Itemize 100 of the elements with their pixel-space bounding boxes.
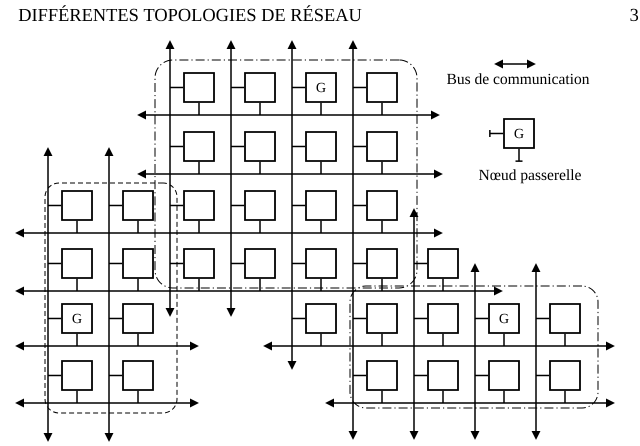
node-box [183, 131, 215, 162]
connector [109, 204, 122, 206]
connector [381, 334, 383, 346]
node-box [549, 303, 581, 334]
connector [109, 374, 122, 376]
legend-label: Nœud passerelle [479, 169, 581, 184]
connector [259, 162, 261, 174]
node-box [427, 248, 459, 279]
group-outline [350, 285, 598, 408]
connector [442, 278, 444, 291]
connector [76, 390, 78, 403]
connector [76, 220, 78, 233]
connector [170, 262, 184, 264]
connector [292, 318, 306, 320]
connector [381, 220, 383, 233]
node-box [61, 190, 93, 221]
connector [259, 102, 261, 115]
connector [414, 318, 428, 320]
connector [292, 204, 306, 206]
node-box [61, 360, 93, 391]
node-box [122, 303, 154, 334]
node-box [366, 131, 398, 162]
node-box [183, 248, 215, 279]
connector [353, 146, 366, 148]
connector [48, 374, 62, 376]
connector [170, 204, 184, 206]
node-box [427, 303, 459, 334]
connector [109, 262, 122, 264]
connector [198, 278, 200, 291]
connector [475, 374, 488, 376]
node-box: G [61, 303, 93, 334]
node-box [305, 303, 337, 334]
node-box [549, 360, 581, 391]
connector [353, 374, 366, 376]
connector [353, 204, 366, 206]
connector [48, 262, 62, 264]
node-box [488, 360, 520, 391]
connector [475, 318, 488, 320]
connector [137, 334, 139, 346]
connector [536, 374, 550, 376]
node-box [244, 248, 276, 279]
connector [414, 374, 428, 376]
connector [320, 278, 322, 291]
connector [320, 220, 322, 233]
node-box [366, 72, 398, 103]
connector [320, 334, 322, 346]
node-box [122, 248, 154, 279]
node-box: G [488, 303, 520, 334]
node-box [305, 190, 337, 221]
connector [48, 318, 62, 320]
legend-label: Bus de communication [446, 73, 590, 84]
page-number: 3 [630, 8, 638, 22]
connector [503, 334, 505, 346]
connector [231, 262, 244, 264]
connector [76, 334, 78, 346]
connector [259, 220, 261, 233]
connector [198, 220, 200, 233]
connector [292, 86, 306, 88]
connector [564, 334, 566, 346]
node-box [183, 72, 215, 103]
connector [353, 86, 366, 88]
node-box [366, 360, 398, 391]
node-box [366, 303, 398, 334]
connector [170, 86, 184, 88]
node-box [244, 131, 276, 162]
connector [170, 146, 184, 148]
connector [137, 390, 139, 403]
connector [442, 334, 444, 346]
node-box [305, 131, 337, 162]
connector [292, 262, 306, 264]
node-box [244, 190, 276, 221]
connector [353, 262, 366, 264]
connector [320, 162, 322, 174]
connector [381, 278, 383, 291]
connector [48, 204, 62, 206]
connector [442, 390, 444, 403]
connector [503, 390, 505, 403]
connector [231, 86, 244, 88]
connector [231, 204, 244, 206]
connector [198, 162, 200, 174]
node-box [366, 190, 398, 221]
connector [231, 146, 244, 148]
connector [353, 318, 366, 320]
connector [536, 318, 550, 320]
node-box [305, 248, 337, 279]
connector [381, 162, 383, 174]
connector [320, 102, 322, 115]
node-box [122, 190, 154, 221]
node-box [61, 248, 93, 279]
group-outline [44, 182, 178, 414]
connector [137, 220, 139, 233]
node-box [244, 72, 276, 103]
connector [381, 102, 383, 115]
connector [76, 278, 78, 291]
node-box [183, 190, 215, 221]
node-box: G [503, 118, 535, 149]
group-outline [154, 60, 418, 288]
node-box [366, 248, 398, 279]
connector [137, 278, 139, 291]
connector [564, 390, 566, 403]
